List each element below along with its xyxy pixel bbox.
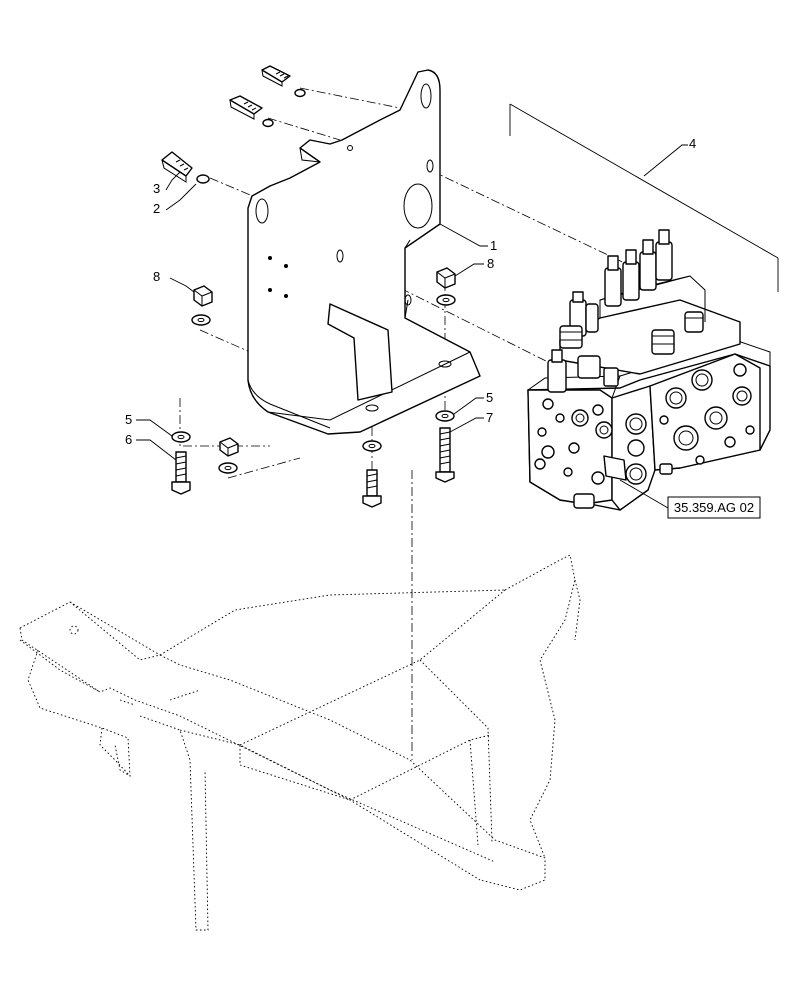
callout-8-left: 8 <box>153 269 160 284</box>
callout-7: 7 <box>486 410 493 425</box>
nut-item-8-right <box>436 267 456 306</box>
callout-2: 2 <box>153 201 160 216</box>
bolt-item-7 <box>435 410 455 483</box>
callout-1: 1 <box>490 238 497 253</box>
mounting-bracket <box>247 69 481 435</box>
bolt-top-1 <box>261 65 306 98</box>
control-valve-assembly <box>527 229 771 511</box>
chassis-frame-phantom <box>19 554 581 931</box>
reference-box[interactable]: 35.359.AG 02 <box>667 496 761 519</box>
callout-3: 3 <box>153 181 160 196</box>
callout-6: 6 <box>125 432 132 447</box>
bolt-top-2 <box>229 95 274 128</box>
spool-caps <box>547 229 673 393</box>
callout-4: 4 <box>689 136 696 151</box>
bolt-item-6 <box>171 431 191 495</box>
bolt-under-bracket <box>362 440 382 508</box>
bolt-item-3 <box>161 151 210 184</box>
nut-lower-left <box>218 437 239 474</box>
callout-8-right: 8 <box>487 256 494 271</box>
callout-5-right: 5 <box>486 390 493 405</box>
reference-label: 35.359.AG 02 <box>674 500 754 515</box>
callout-5-left: 5 <box>125 412 132 427</box>
callout-leaders <box>136 103 779 509</box>
nut-item-8-left <box>191 285 213 326</box>
